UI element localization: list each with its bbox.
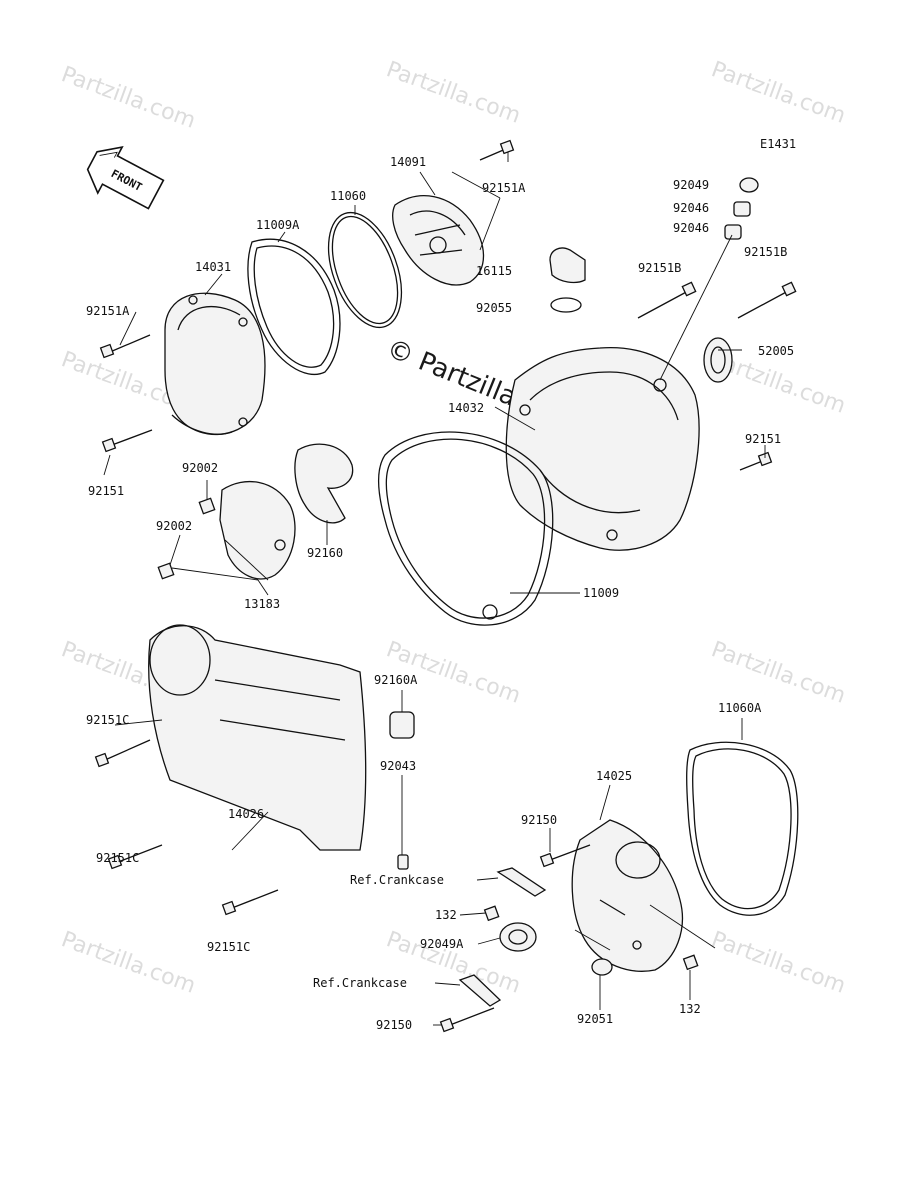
label-ref-crankcase-a: Ref.Crankcase xyxy=(350,873,444,887)
cover-14025 xyxy=(571,819,684,972)
watermark: Partzilla.com xyxy=(383,57,524,129)
leader-lines xyxy=(103,152,766,1026)
label-92043: 92043 xyxy=(380,759,416,773)
seal-52005 xyxy=(703,337,733,383)
bolt-92151-left xyxy=(101,429,153,453)
label-92151C-b: 92151C xyxy=(96,851,139,865)
watermark: Partzilla.com xyxy=(708,637,849,709)
watermark: Partzilla.com xyxy=(58,927,199,999)
bolt-92151C-a xyxy=(94,739,151,768)
cover-14031 xyxy=(164,292,266,436)
label-14031: 14031 xyxy=(195,260,231,274)
label-11009A: 11009A xyxy=(256,218,300,232)
label-14026: 14026 xyxy=(228,807,264,821)
label-92049A: 92049A xyxy=(420,937,464,951)
watermark: Partzilla.com xyxy=(58,62,199,134)
label-92002-b: 92002 xyxy=(156,519,192,533)
label-ref-crankcase-b: Ref.Crankcase xyxy=(313,976,407,990)
label-52005: 52005 xyxy=(758,344,794,358)
bolt-92151A-top xyxy=(479,139,515,161)
label-14025: 14025 xyxy=(596,769,632,783)
label-92150-a: 92150 xyxy=(521,813,557,827)
label-92151B-a: 92151B xyxy=(638,261,681,275)
label-92150-b: 92150 xyxy=(376,1018,412,1032)
pin-92043 xyxy=(397,854,409,870)
bolt-92151B-a xyxy=(637,281,697,319)
label-92002-a: 92002 xyxy=(182,461,218,475)
bolt-92151B-b xyxy=(737,281,797,319)
label-11009: 11009 xyxy=(583,586,619,600)
plate-13183 xyxy=(219,480,296,580)
label-16115: 16115 xyxy=(476,264,512,278)
front-arrow-icon: FRONT xyxy=(86,145,165,210)
label-92160A: 92160A xyxy=(374,673,418,687)
label-92049: 92049 xyxy=(673,178,709,192)
label-92160: 92160 xyxy=(307,546,343,560)
ref-crankcase-clip-a xyxy=(496,867,547,897)
label-14091: 14091 xyxy=(390,155,426,169)
bolt-92150-b xyxy=(439,1007,495,1033)
bolt-92002-b xyxy=(157,562,175,580)
label-92151C-c: 92151C xyxy=(207,940,250,954)
bushing-92046-b xyxy=(724,224,742,240)
diagram-code: E1431 xyxy=(760,137,796,151)
ref-crankcase-clip-b xyxy=(458,974,502,1007)
label-92151B-b: 92151B xyxy=(744,245,787,259)
label-92055: 92055 xyxy=(476,301,512,315)
label-92046-a: 92046 xyxy=(673,201,709,215)
label-14032: 14032 xyxy=(448,401,484,415)
bolt-92151C-c xyxy=(221,889,279,916)
label-92051: 92051 xyxy=(577,1012,613,1026)
label-92151C-a: 92151C xyxy=(86,713,129,727)
label-92151A-top: 92151A xyxy=(482,181,526,195)
oring-92055 xyxy=(550,297,582,313)
bolt-132-a xyxy=(483,905,500,922)
main-cover-14032 xyxy=(505,346,700,551)
gasket-11060A xyxy=(686,741,799,916)
label-92046-b: 92046 xyxy=(673,221,709,235)
label-92151A-left: 92151A xyxy=(86,304,130,318)
oil-cap-16115 xyxy=(549,247,586,284)
seal-92051 xyxy=(591,958,613,976)
part-labels: 14091 92151A 11060 11009A 14031 92151A 9… xyxy=(86,155,794,1032)
damper-92160 xyxy=(294,443,354,524)
label-11060A: 11060A xyxy=(718,701,762,715)
label-11060: 11060 xyxy=(330,189,366,203)
watermark: Partzilla.com xyxy=(708,57,849,129)
damper-92160A xyxy=(389,711,415,739)
gasket-11009A xyxy=(247,238,341,376)
gasket-11009 xyxy=(377,431,554,626)
bolt-92151A-left xyxy=(99,334,151,359)
bolt-92151-right xyxy=(739,451,773,471)
label-132-a: 132 xyxy=(435,908,457,922)
label-132-b: 132 xyxy=(679,1002,701,1016)
label-92151-left: 92151 xyxy=(88,484,124,498)
bolt-92151C-b xyxy=(107,844,163,870)
seal-92049A xyxy=(499,922,537,952)
bolt-132-b xyxy=(682,954,699,971)
bushing-92049 xyxy=(739,177,759,193)
cover-14026 xyxy=(148,624,367,851)
bolt-92150-a xyxy=(539,844,591,868)
label-13183: 13183 xyxy=(244,597,280,611)
bolt-92002-a xyxy=(198,497,216,515)
oring-11060 xyxy=(327,211,403,329)
label-92151-right: 92151 xyxy=(745,432,781,446)
cover-14091 xyxy=(392,195,484,286)
watermark: Partzilla.com xyxy=(708,927,849,999)
bushing-92046-a xyxy=(733,201,751,217)
